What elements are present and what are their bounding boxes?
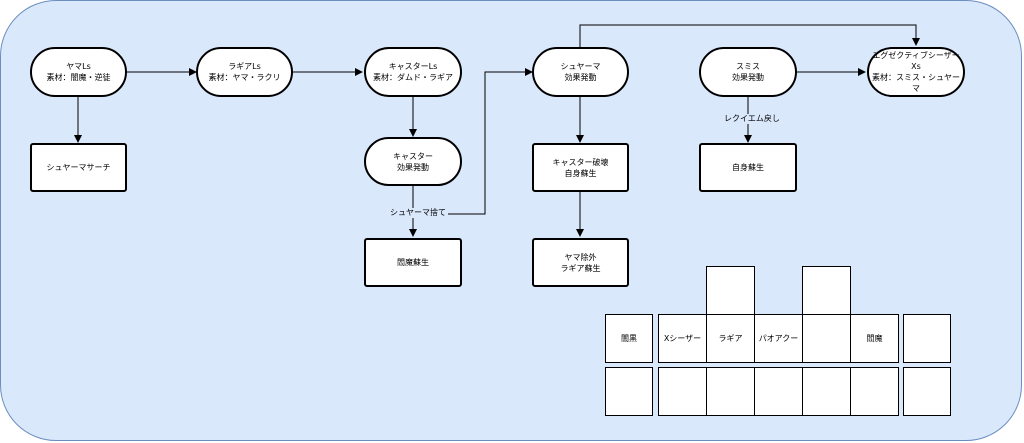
board-cell-bottom-2: [658, 367, 707, 416]
node-caster-effect-line2: 効果発動: [397, 162, 429, 172]
node-self-revive-line1: 自身蘇生: [732, 163, 764, 172]
board-extra-zone-right: [802, 266, 851, 315]
board-cell-main-3: ラギア: [706, 314, 755, 363]
board-cell-bottom-5: [802, 367, 851, 416]
node-caster-destroy-line1: キャスター破壊: [552, 157, 609, 167]
board-cell-main-1: 闇黒: [605, 314, 653, 363]
node-shuyama-effect: シュヤーマ 効果発動: [532, 47, 629, 97]
board-cell-main-7: [903, 314, 951, 363]
node-caster-ls-line2: 素材：ダムド・ラギア: [373, 73, 453, 82]
edge-discard-to-shuyama: [413, 68, 533, 215]
node-yama-remove: ヤマ除外 ラギア蘇生: [532, 238, 629, 287]
board-cell-main-5: [802, 314, 851, 363]
board-cell-bottom-3: [706, 367, 755, 416]
board-cell-main-6: 閻魔: [850, 314, 899, 363]
node-shuyama-effect-line2: 効果発動: [564, 73, 597, 82]
board-cell-bottom-7: [903, 367, 951, 416]
node-ragia-ls-line2: 素材：ヤマ・ラクリ: [208, 73, 281, 82]
node-caster-effect: キャスター 効果発動: [364, 137, 462, 186]
board-cell-main-4: パオアクー: [754, 314, 803, 363]
node-caster-ls-line1: キャスターLs: [388, 62, 438, 71]
board-cell-bottom-6: [850, 367, 899, 416]
node-shuyama-search-line1: シュヤーマサーチ: [46, 163, 111, 172]
node-exceed-xs: エグゼクティブシーザーXs 素材：スミス・シュヤーマ: [867, 47, 965, 97]
node-exceed-xs-line1: エグゼクティブシーザーXs: [872, 51, 960, 71]
board-cell-main-2: Xシーザー: [658, 314, 707, 363]
node-ragia-ls-line1: ラギアLs: [228, 62, 261, 71]
board-extra-zone-left: [706, 266, 755, 315]
board-cell-bottom-4: [754, 367, 803, 416]
node-caster-effect-line1: キャスター: [393, 151, 433, 161]
node-ragia-ls: ラギアLs 素材：ヤマ・ラクリ: [196, 47, 293, 97]
node-caster-destroy-line2: 自身蘇生: [564, 168, 597, 178]
node-smis-effect-line1: スミス: [736, 62, 760, 71]
node-smis-effect: スミス 効果発動: [699, 47, 797, 97]
board-cell-bottom-1: [605, 367, 653, 416]
edge-label-discard: シュヤーマ捨て: [388, 208, 448, 218]
edge-label-requiem: レクイエム戻し: [722, 114, 782, 124]
node-yama-remove-line1: ヤマ除外: [564, 252, 597, 262]
node-exceed-xs-line2: 素材：スミス・シュヤーマ: [872, 73, 960, 93]
node-caster-destroy: キャスター破壊 自身蘇生: [532, 143, 629, 192]
node-caster-ls: キャスターLs 素材：ダムド・ラギア: [364, 47, 462, 97]
node-shuyama-effect-line1: シュヤーマ: [560, 62, 601, 71]
edge-shuyama-to-exceed: [579, 24, 920, 47]
node-enma-revive: 閻魔蘇生: [364, 238, 462, 287]
node-self-revive: 自身蘇生: [699, 143, 797, 192]
node-yama-remove-line2: ラギア蘇生: [560, 263, 601, 273]
node-enma-revive-line1: 閻魔蘇生: [397, 258, 429, 267]
node-shuyama-search: シュヤーマサーチ: [30, 143, 127, 192]
node-yama-ls-line1: ヤマLs: [66, 62, 91, 71]
node-yama-ls: ヤマLs 素材：闇魔・逆徒: [30, 47, 127, 97]
node-smis-effect-line2: 効果発動: [732, 73, 764, 82]
node-yama-ls-line2: 素材：闇魔・逆徒: [46, 73, 111, 82]
